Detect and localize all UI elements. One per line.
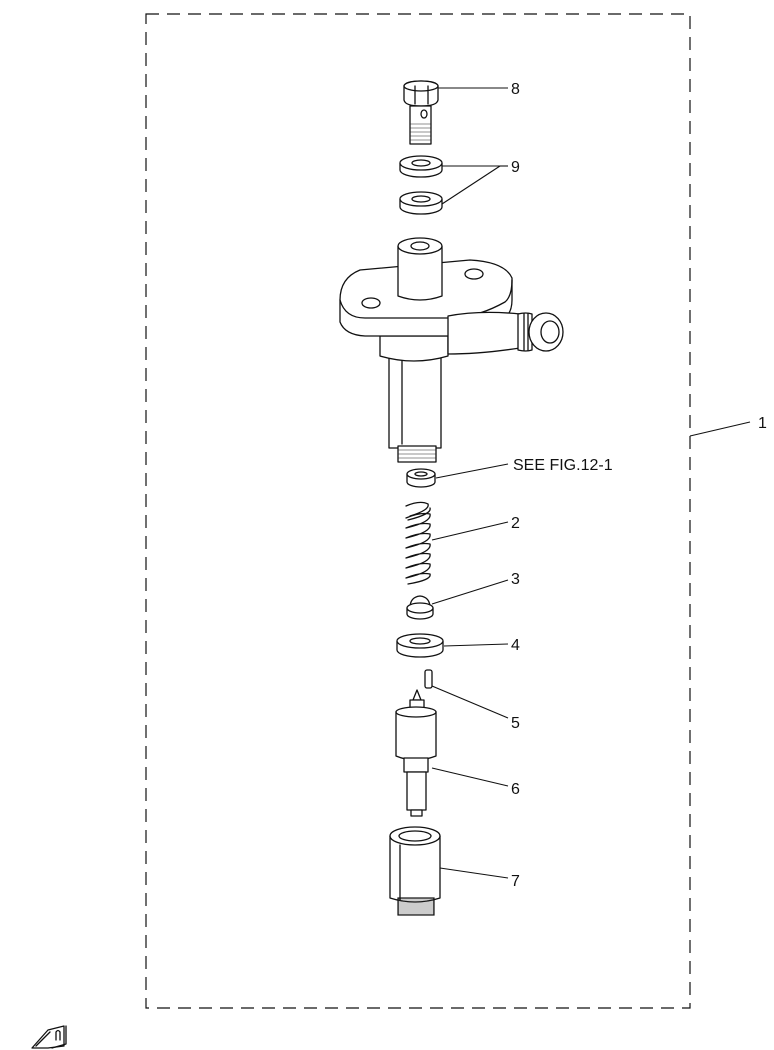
part-4-distance-piece[interactable]: [396, 633, 444, 658]
manual-book-icon: [31, 1025, 67, 1049]
part-2-spring[interactable]: [405, 501, 431, 585]
part-5-pin[interactable]: [424, 669, 433, 689]
assembly-boundary: [145, 13, 691, 1009]
callout-1: 1: [758, 415, 767, 432]
part-8-banjo-bolt[interactable]: [403, 80, 439, 145]
callout-4: 4: [511, 637, 520, 654]
callout-3: 3: [511, 571, 520, 588]
callout-8: 8: [511, 81, 520, 98]
callout-9: 9: [511, 159, 520, 176]
part-6-nozzle[interactable]: [395, 689, 437, 817]
injector-holder-body[interactable]: [339, 237, 564, 463]
part-7-retaining-nut[interactable]: [389, 826, 441, 916]
callout-7: 7: [511, 873, 520, 890]
callout-2: 2: [511, 515, 520, 532]
callout-see-fig[interactable]: SEE FIG.12-1: [513, 457, 613, 474]
part-9-washer-upper[interactable]: [399, 155, 443, 178]
leader-lines: [431, 87, 751, 879]
part-see-fig-ring[interactable]: [406, 468, 436, 488]
callout-5: 5: [511, 715, 520, 732]
callout-6: 6: [511, 781, 520, 798]
part-9-washer-lower[interactable]: [399, 191, 443, 215]
part-3-spring-seat[interactable]: [406, 595, 434, 620]
